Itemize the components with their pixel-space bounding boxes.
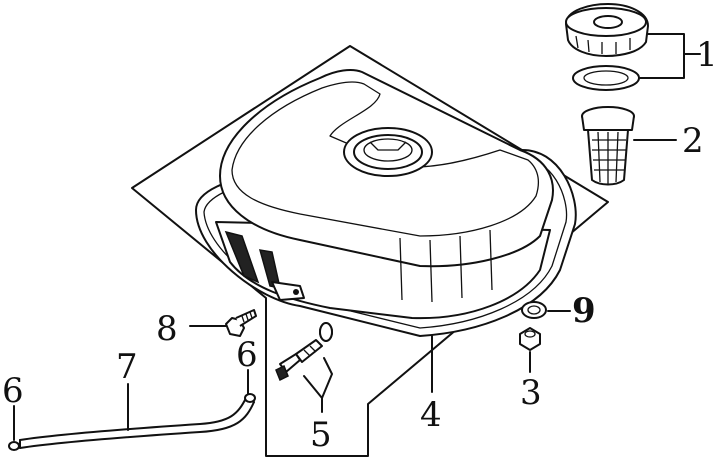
callout-9: 9 bbox=[572, 291, 596, 331]
washer bbox=[521, 301, 547, 319]
hose-clip-right bbox=[244, 393, 256, 403]
hose-clip-left bbox=[8, 441, 20, 451]
bolt bbox=[225, 309, 257, 337]
leader-5 bbox=[303, 357, 333, 399]
callout-8: 8 bbox=[156, 309, 178, 349]
callout-1: 1 bbox=[696, 35, 718, 75]
cap-gasket bbox=[572, 65, 640, 91]
drain-nut bbox=[519, 327, 541, 351]
leader-1 bbox=[639, 33, 685, 79]
fuel-cock-oring bbox=[319, 322, 333, 342]
callout-6a: 6 bbox=[2, 371, 24, 411]
callout-4: 4 bbox=[420, 395, 442, 435]
assembly-boundary bbox=[131, 45, 609, 457]
callout-7: 7 bbox=[116, 347, 138, 387]
fuel-cap bbox=[565, 3, 649, 57]
fuel-tank bbox=[195, 69, 577, 337]
fuel-strainer bbox=[581, 106, 635, 186]
callout-3: 3 bbox=[520, 373, 542, 413]
callout-2: 2 bbox=[682, 121, 704, 161]
callout-5: 5 bbox=[310, 415, 332, 455]
fuel-hose bbox=[19, 397, 255, 449]
callout-6b: 6 bbox=[236, 335, 258, 375]
